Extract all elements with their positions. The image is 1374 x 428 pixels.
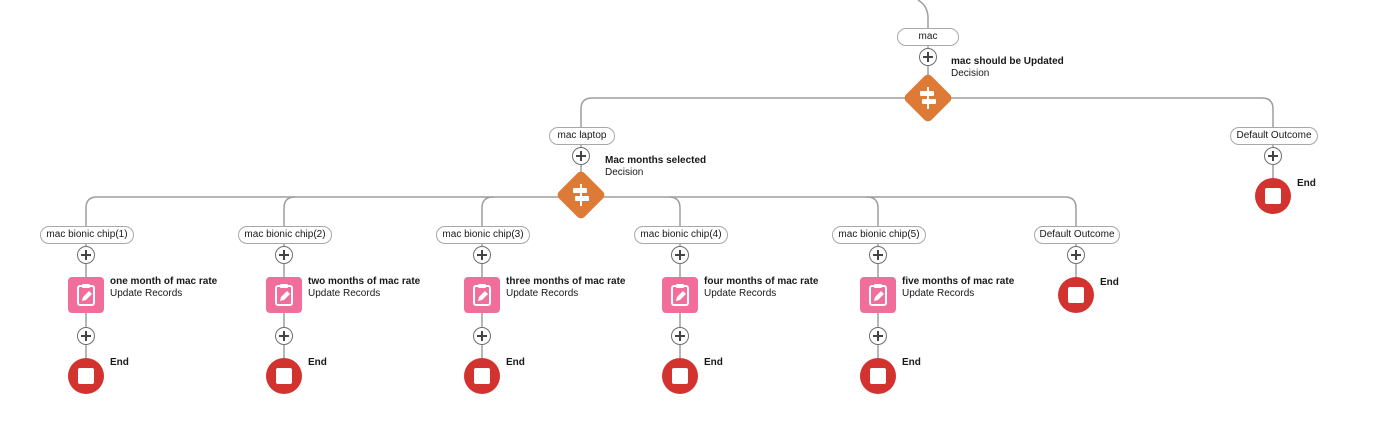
update-records-node[interactable] (464, 277, 500, 313)
outcome-pill-bionic-chip[interactable]: mac bionic chip(2) (238, 226, 332, 244)
end-label: End (1297, 178, 1316, 190)
end-text: End (704, 357, 723, 368)
add-element-button[interactable] (671, 246, 689, 264)
end-label: End (308, 357, 327, 369)
end-node[interactable] (266, 358, 302, 394)
outcome-pill-default[interactable]: Default Outcome (1034, 226, 1120, 244)
add-element-button[interactable] (869, 246, 887, 264)
clipboard-edit-icon (77, 284, 95, 306)
outcome-pill-bionic-chip[interactable]: mac bionic chip(3) (436, 226, 530, 244)
end-node[interactable] (68, 358, 104, 394)
outcome-pill-bionic-chip[interactable]: mac bionic chip(4) (634, 226, 728, 244)
end-text: End (1100, 277, 1119, 288)
decision-name: Mac months selected (605, 155, 707, 166)
end-node[interactable] (1255, 178, 1291, 214)
action-type: Update Records (308, 288, 381, 299)
add-element-button[interactable] (671, 327, 689, 345)
action-name: four months of mac rate (704, 276, 819, 287)
outcome-pill-bionic-chip[interactable]: mac bionic chip(1) (40, 226, 134, 244)
add-element-button[interactable] (275, 327, 293, 345)
end-label: End (506, 357, 525, 369)
end-text: End (506, 357, 525, 368)
add-element-button[interactable] (869, 327, 887, 345)
action-name: two months of mac rate (308, 276, 421, 287)
add-element-button[interactable] (919, 48, 937, 66)
end-node[interactable] (860, 358, 896, 394)
add-element-button[interactable] (275, 246, 293, 264)
clipboard-edit-icon (671, 284, 689, 306)
outcome-pill-default[interactable]: Default Outcome (1230, 127, 1318, 145)
update-records-node[interactable] (860, 277, 896, 313)
end-text: End (902, 357, 921, 368)
outcome-pill-mac-laptop[interactable]: mac laptop (549, 127, 615, 145)
update-records-node[interactable] (662, 277, 698, 313)
end-label: End (902, 357, 921, 369)
decision-type: Decision (951, 68, 990, 79)
add-element-button[interactable] (77, 327, 95, 345)
add-element-button[interactable] (572, 147, 590, 165)
add-element-button[interactable] (473, 246, 491, 264)
action-type: Update Records (110, 288, 183, 299)
action-type: Update Records (506, 288, 579, 299)
decision-label: mac should be Updated Decision (951, 56, 1064, 80)
end-text: End (1297, 178, 1316, 189)
end-text: End (308, 357, 327, 368)
action-name: five months of mac rate (902, 276, 1015, 287)
add-element-button[interactable] (1264, 147, 1282, 165)
decision-type: Decision (605, 167, 644, 178)
end-label: End (704, 357, 723, 369)
clipboard-edit-icon (275, 284, 293, 306)
end-label: End (110, 357, 129, 369)
add-element-button[interactable] (473, 327, 491, 345)
decision-label: Mac months selected Decision (605, 155, 706, 179)
clipboard-edit-icon (473, 284, 491, 306)
add-element-button[interactable] (1067, 246, 1085, 264)
decision-name: mac should be Updated (951, 56, 1064, 67)
action-name: one month of mac rate (110, 276, 218, 287)
outcome-pill-mac[interactable]: mac (897, 28, 959, 46)
clipboard-edit-icon (869, 284, 887, 306)
end-text: End (110, 357, 129, 368)
outcome-pill-bionic-chip[interactable]: mac bionic chip(5) (832, 226, 926, 244)
add-element-button[interactable] (77, 246, 95, 264)
end-node[interactable] (464, 358, 500, 394)
end-node[interactable] (1058, 277, 1094, 313)
action-type: Update Records (704, 288, 777, 299)
end-node[interactable] (662, 358, 698, 394)
action-type: Update Records (902, 288, 975, 299)
action-name: three months of mac rate (506, 276, 626, 287)
end-label: End (1100, 277, 1119, 289)
update-records-node[interactable] (266, 277, 302, 313)
update-records-node[interactable] (68, 277, 104, 313)
